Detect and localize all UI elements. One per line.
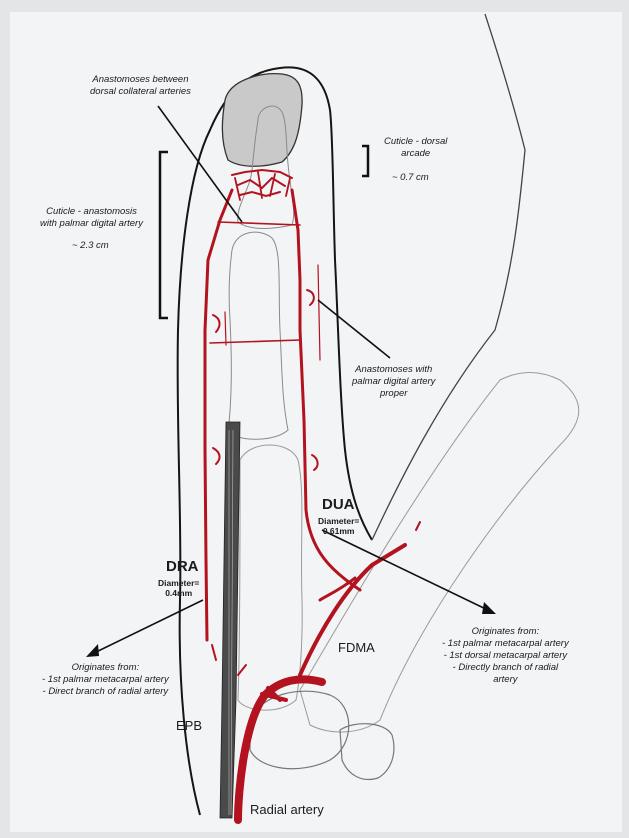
label-anastomoses-dorsal: Anastomoses between dorsal collateral ar… [90,74,191,98]
leader-dua-origin [322,530,492,612]
label-origin-left: Originates from: - 1st palmar metacarpal… [42,662,169,698]
label-cuticle-dorsal-arcade: Cuticle - dorsal arcade [384,136,447,160]
proximal-phalanx [228,232,288,439]
bracket-large [160,152,168,318]
cross-anastomosis-middle [210,340,300,343]
leader-dra-origin [90,600,203,655]
bracket-small [362,146,368,176]
label-epb: EPB [176,718,202,733]
label-dua: DUA [322,496,355,513]
label-fdma: FDMA [338,640,375,655]
label-anastomoses-palmar: Anastomoses with palmar digital artery p… [352,364,435,400]
label-cuticle-dorsal-size: ~ 0.7 cm [392,172,429,184]
trapezium-bone [250,691,349,769]
label-cuticle-anastomosis-size: ~ 2.3 cm [72,240,109,252]
label-cuticle-anastomosis: Cuticle - anastomosis with palmar digita… [40,206,143,230]
leader-palmar-anastomoses [318,300,390,358]
metacarpal-bone [238,445,302,710]
label-origin-right: Originates from: - 1st palmar metacarpal… [442,626,569,686]
label-radial-artery: Radial artery [250,802,324,817]
label-dua-diameter: Diameter= 0.61mm [318,516,359,536]
label-dra-diameter: Diameter= 0.4mm [158,578,199,598]
nail-shape [222,74,302,167]
fdma-branch [300,545,405,675]
epb-tendon [220,422,240,818]
label-dra: DRA [166,558,199,575]
cross-anastomosis-upper [218,222,300,225]
index-finger-outline [372,14,525,540]
